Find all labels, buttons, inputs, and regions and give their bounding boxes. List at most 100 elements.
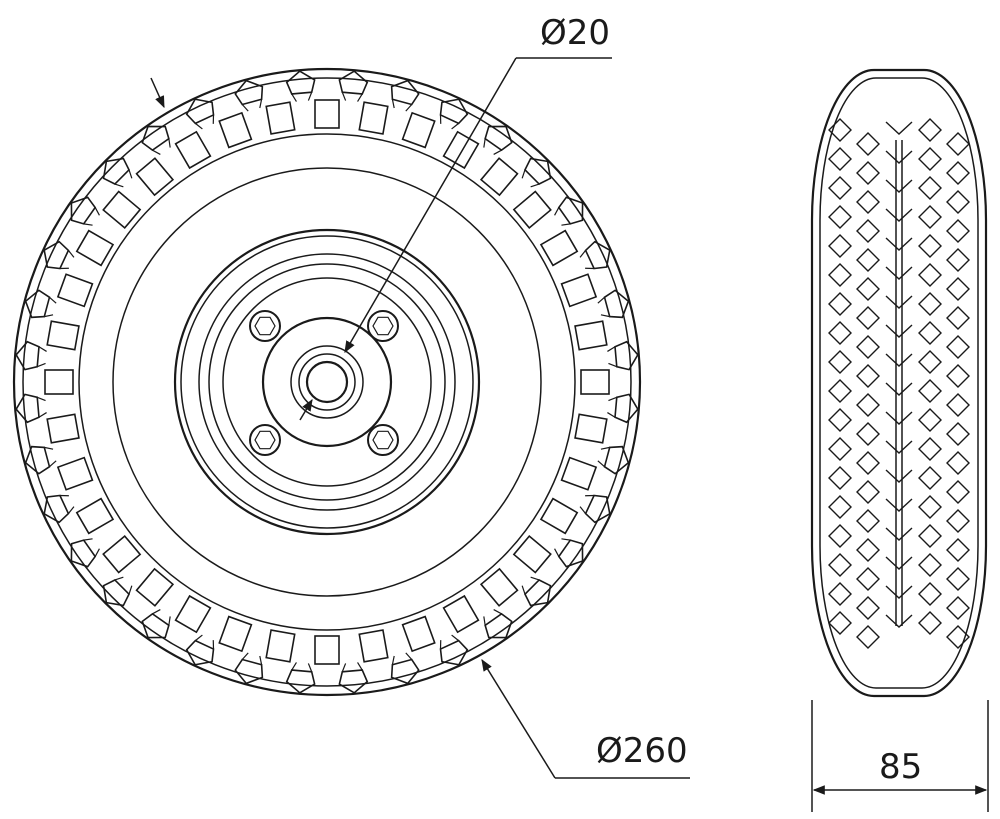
side-tread-diamond: [828, 118, 852, 142]
outer-dimension-text: Ø260: [596, 731, 688, 771]
side-tread-diamond: [828, 611, 852, 635]
side-tread-diamond: [828, 350, 852, 374]
side-tread-diamond: [918, 263, 942, 287]
bolt-head: [367, 424, 399, 456]
bolt-hex: [372, 430, 394, 450]
side-tread-diamond: [918, 292, 942, 316]
width-dimension-text: 85: [879, 747, 922, 787]
side-tread-diamond: [946, 451, 970, 475]
side-tread-diamond: [946, 625, 970, 649]
tread-block: [24, 445, 94, 491]
tread-block: [358, 79, 420, 135]
hub-bearing-outer: [290, 345, 364, 419]
side-tread-chevron: [885, 121, 913, 135]
side-tread-diamond: [828, 205, 852, 229]
side-tread-diamond: [946, 132, 970, 156]
tread-block: [338, 629, 389, 694]
tire-outer-contour: [12, 67, 642, 697]
side-tread-diamond: [856, 335, 880, 359]
side-tread-diamond: [856, 277, 880, 301]
side-tread-diamond: [946, 596, 970, 620]
side-tread-diamond: [918, 176, 942, 200]
tread-block: [70, 534, 142, 574]
side-tread-chevron: [885, 498, 913, 512]
side-tread-diamond: [856, 161, 880, 185]
side-tread-diamond: [828, 321, 852, 345]
side-tread-diamond: [856, 248, 880, 272]
side-tread-diamond: [946, 219, 970, 243]
side-tread-diamond: [918, 234, 942, 258]
tread-block: [15, 340, 74, 395]
side-tread-diamond: [828, 553, 852, 577]
side-tread-diamond: [828, 437, 852, 461]
side-tread-diamond: [946, 277, 970, 301]
side-tread-diamond: [946, 306, 970, 330]
tread-block: [512, 534, 552, 607]
side-tread-diamond: [946, 161, 970, 185]
side-tread-diamond: [918, 582, 942, 606]
tire-side-profile: [810, 68, 988, 698]
tread-block: [174, 98, 215, 170]
side-tread-chevron: [885, 585, 913, 599]
side-tread-diamond: [856, 219, 880, 243]
side-tread-diamond: [946, 335, 970, 359]
side-tread-chevron: [885, 382, 913, 396]
outer-dimension-leader: [481, 658, 556, 779]
tread-block: [70, 196, 115, 267]
tread-block: [560, 273, 630, 319]
side-tread-diamond: [828, 524, 852, 548]
side-tread-diamond: [918, 408, 942, 432]
side-tread-chevron: [885, 353, 913, 367]
side-tread-diamond: [946, 567, 970, 591]
side-tread-diamond: [828, 147, 852, 171]
tread-block: [574, 320, 639, 371]
tread-block: [15, 393, 80, 444]
front-view: Ø20 Ø260: [12, 13, 690, 779]
side-tread-diamond: [856, 306, 880, 330]
side-tread-chevron: [885, 556, 913, 570]
bolt-head: [367, 310, 399, 342]
side-tread-diamond: [828, 263, 852, 287]
side-tread-diamond: [828, 466, 852, 490]
tread-block: [580, 369, 639, 424]
side-tread-diamond: [856, 451, 880, 475]
tread-block: [479, 157, 552, 197]
tread-block: [539, 229, 611, 270]
tread-depth-arrow: [150, 77, 165, 109]
tire-inner-contour: [22, 77, 632, 687]
side-tread-diamond: [828, 408, 852, 432]
tread-block: [24, 289, 80, 351]
tread-block: [218, 79, 264, 149]
side-tread-diamond: [918, 524, 942, 548]
side-tread-diamond: [918, 321, 942, 345]
side-tread-diamond: [828, 176, 852, 200]
tread-block: [285, 635, 340, 694]
side-tread-diamond: [828, 495, 852, 519]
side-tread-chevron: [885, 208, 913, 222]
rim-flange-ring-1: [180, 235, 474, 529]
tread-block: [439, 594, 480, 666]
side-tread-diamond: [856, 132, 880, 156]
bolt-head: [249, 310, 281, 342]
bolt-heads: [249, 310, 399, 456]
tread-block: [401, 98, 469, 149]
side-tread-diamond: [918, 350, 942, 374]
tread-block: [390, 615, 436, 685]
side-tread-diamond: [828, 234, 852, 258]
side-tread-diamond: [918, 466, 942, 490]
rim-outer-ring: [112, 167, 542, 597]
rim-flange-ring-3: [208, 263, 446, 501]
side-tread-pattern: [828, 118, 970, 649]
bolt-hex: [372, 316, 394, 336]
side-tread-diamond: [918, 611, 942, 635]
side-tread-diamond: [918, 553, 942, 577]
side-tread-diamond: [946, 364, 970, 388]
side-tread-chevron: [885, 614, 913, 628]
side-tread-diamond: [946, 190, 970, 214]
hub-bore: [305, 360, 349, 404]
side-tread-chevron: [885, 237, 913, 251]
side-tread-diamond: [828, 582, 852, 606]
side-tread-diamond: [918, 147, 942, 171]
tread-block: [479, 567, 519, 639]
side-tread-chevron: [885, 440, 913, 454]
